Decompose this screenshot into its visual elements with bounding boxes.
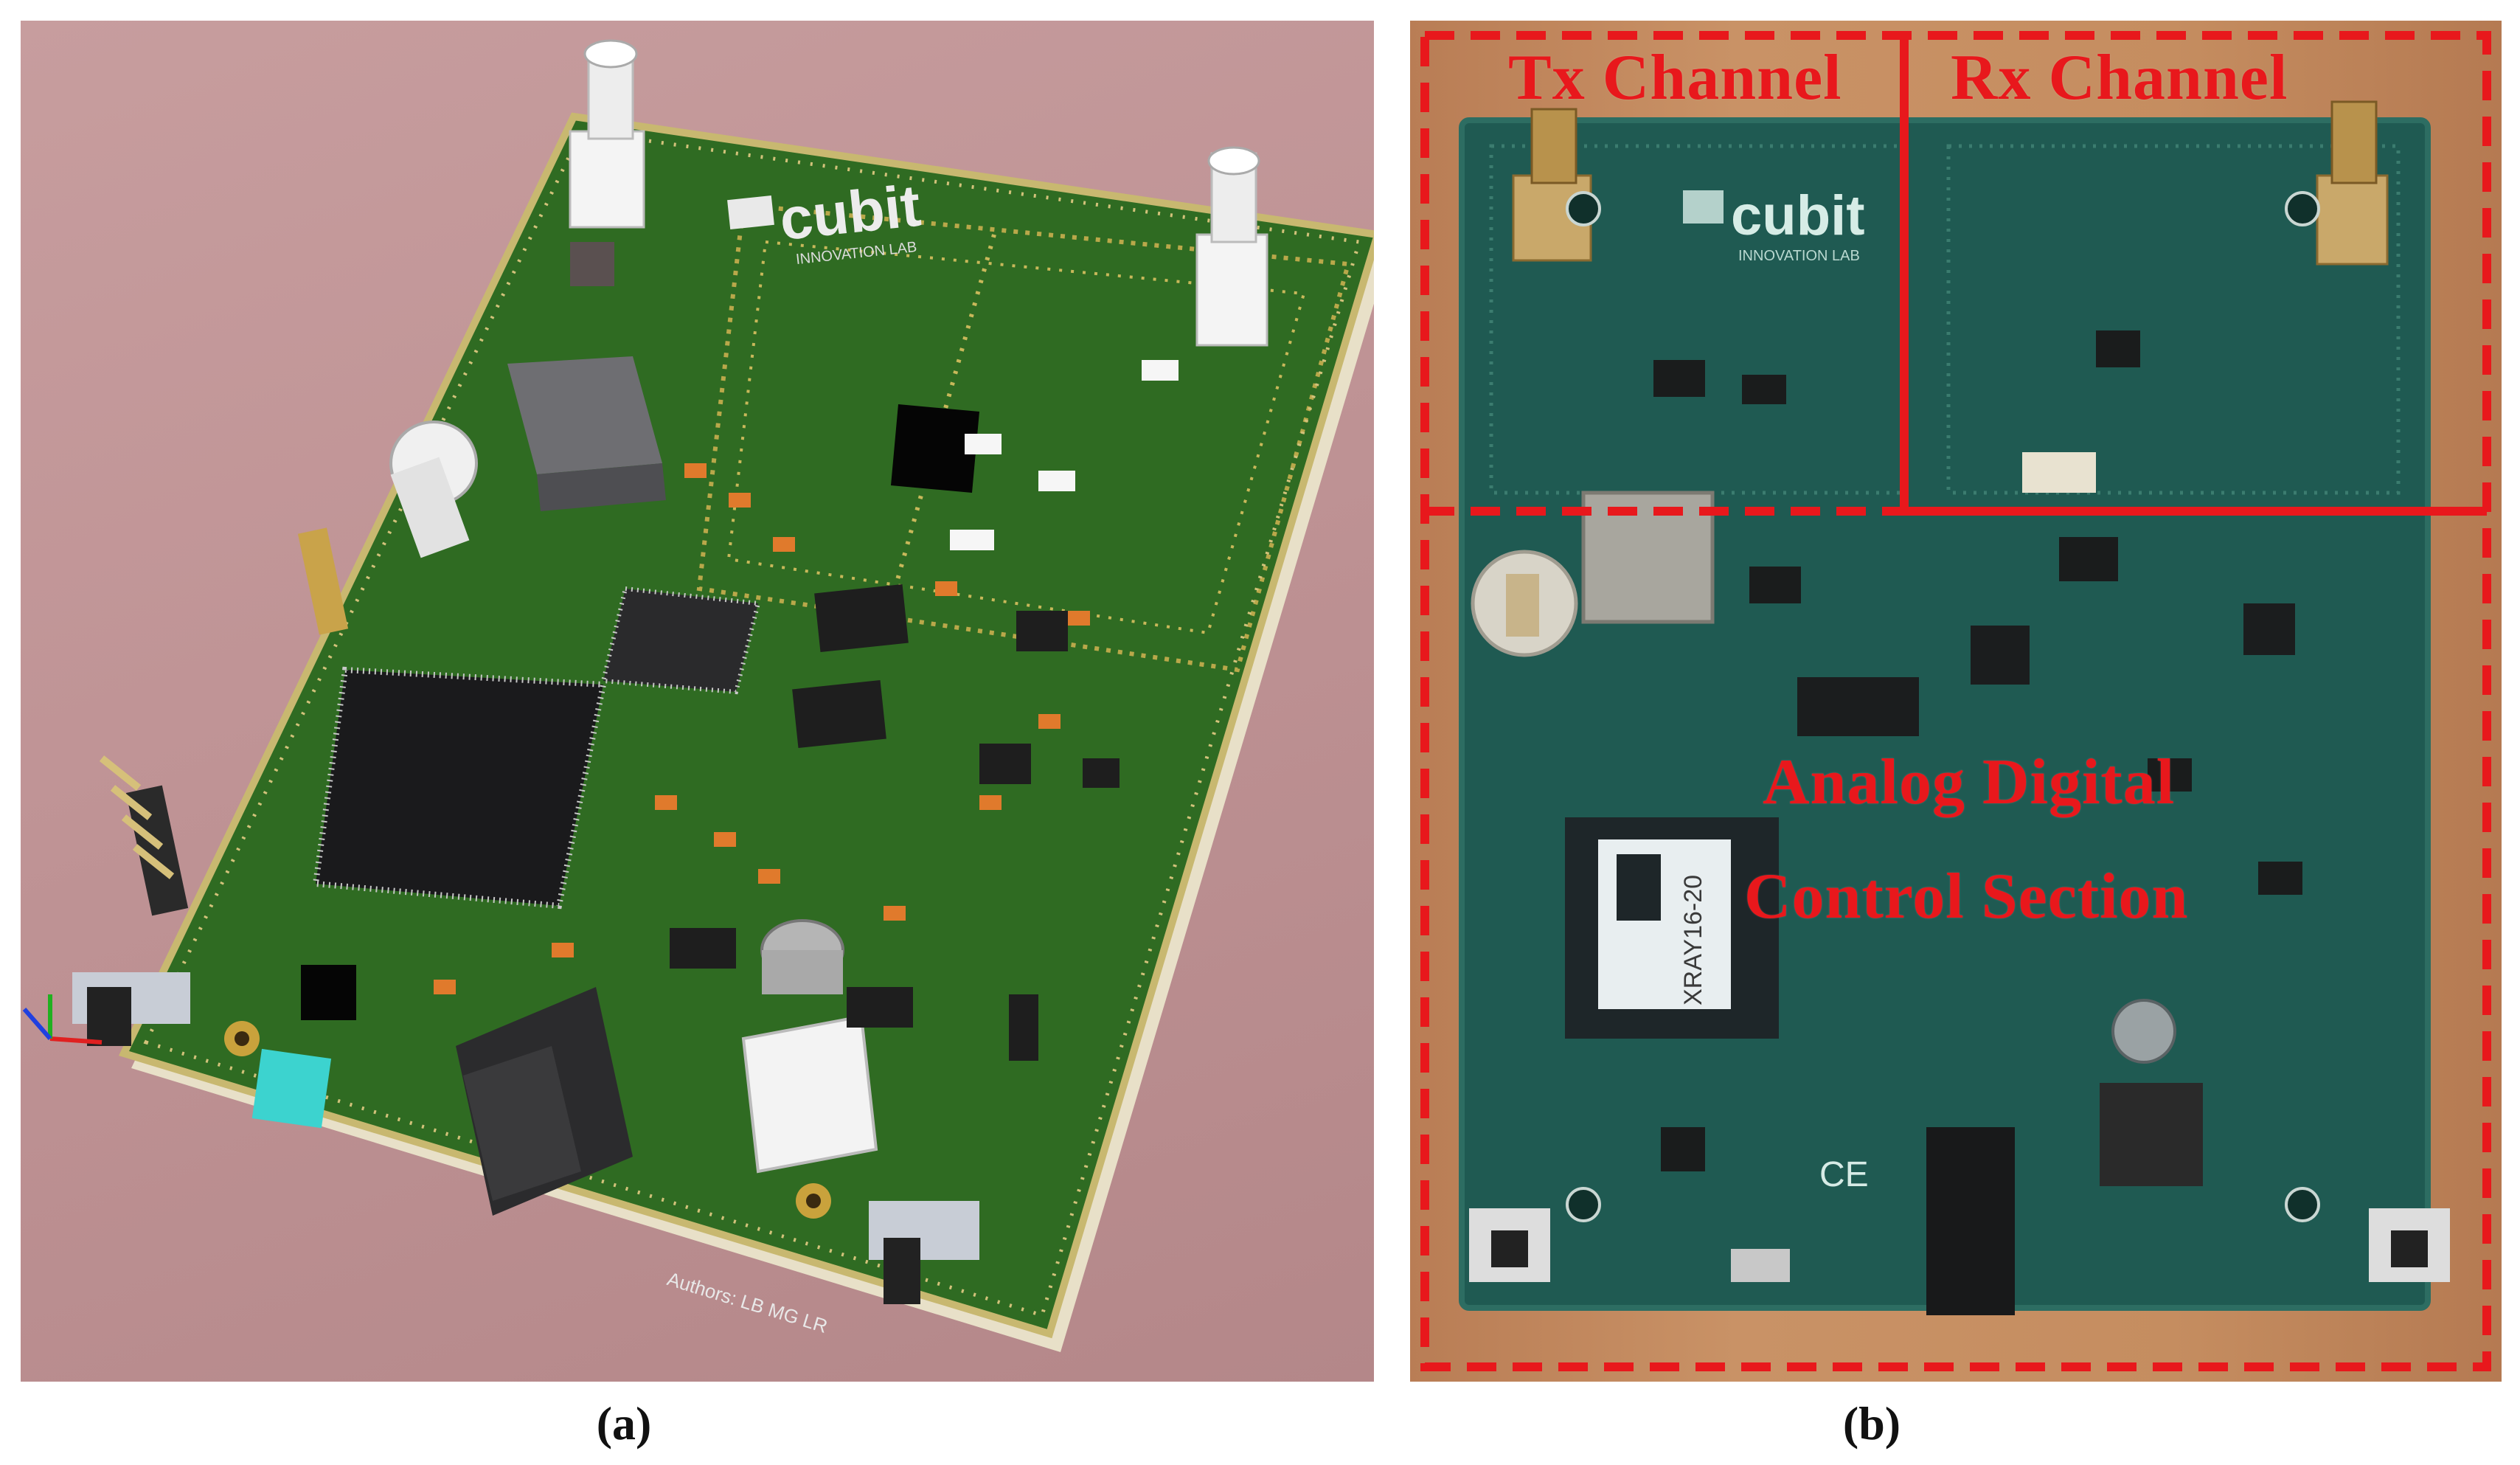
smd-ics — [670, 583, 1120, 1061]
electrolytic-capacitor — [760, 919, 844, 994]
metal-shield-can — [1581, 491, 1715, 624]
pcb-photo-image: cubit INNOVATION LAB XRAY16-20 — [1410, 21, 2502, 1382]
rx-channel-label: Rx Channel — [1951, 42, 2288, 114]
black-square-ic — [301, 965, 356, 1020]
pcb-render-svg: cubit INNOVATION LAB — [22, 39, 1374, 1352]
caption-a: (a) — [596, 1397, 652, 1450]
rx-component-light — [2022, 452, 2096, 493]
mcu-chip — [312, 666, 607, 910]
inductor-large — [507, 356, 662, 474]
ce-mark: CE — [1819, 1155, 1869, 1194]
coin-cell — [1471, 550, 1578, 657]
rf-section-outline — [696, 202, 1351, 673]
coin-cell-holder — [389, 420, 478, 558]
annotation-outer-box — [1420, 31, 2491, 1371]
authors-silkscreen-render: Authors: LB MG LR — [664, 1267, 830, 1337]
board-surface — [118, 112, 1374, 1339]
svg-text:cubit: cubit — [777, 173, 923, 252]
pcb-3d-render-image: cubit INNOVATION LAB — [21, 21, 1374, 1382]
tactile-switch-white — [741, 1014, 878, 1174]
usb-connector — [1731, 1249, 1790, 1282]
power-inductor — [2100, 1083, 2203, 1186]
pin-header-left — [99, 527, 349, 916]
caption-b: (b) — [1842, 1397, 1901, 1450]
dc-jack-photo — [1926, 1127, 2015, 1315]
cyan-component — [251, 1048, 332, 1129]
mounting-hole — [1566, 1187, 1601, 1222]
pcb-photo-svg: cubit INNOVATION LAB XRAY16-20 — [1420, 31, 2491, 1371]
svg-text:cubit: cubit — [1731, 184, 1865, 247]
svg-text:INNOVATION LAB: INNOVATION LAB — [1738, 248, 1860, 264]
svg-text:XRAY16-20: XRAY16-20 — [1679, 875, 1707, 1005]
sma-connector-right — [1195, 146, 1268, 347]
tx-channel-label: Tx Channel — [1508, 42, 1842, 114]
mounting-hole — [1566, 191, 1601, 226]
sma-connector-left — [569, 39, 645, 286]
cubit-logo-photo: cubit INNOVATION LAB — [1683, 184, 1865, 264]
smd-ics-photo — [1653, 330, 2302, 1171]
control-section-label: Control Section — [1744, 861, 2189, 932]
secondary-ic — [600, 586, 761, 695]
rf-ic-black — [891, 404, 979, 493]
electrolytic-capacitor-photo — [2111, 999, 2176, 1064]
mounting-hole — [2285, 1187, 2320, 1222]
axis-triad-icon — [22, 994, 103, 1045]
smd-capacitors — [434, 463, 1090, 994]
sma-connector-rx — [2316, 100, 2389, 266]
smd-white-parts — [950, 360, 1179, 550]
analog-digital-label: Analog Digital — [1763, 747, 2176, 818]
main-ic-photo — [1797, 677, 1919, 736]
mounting-hole — [2285, 191, 2320, 226]
xray-module: XRAY16-20 — [1565, 817, 1779, 1039]
tx-trace-outline — [1489, 144, 1906, 495]
